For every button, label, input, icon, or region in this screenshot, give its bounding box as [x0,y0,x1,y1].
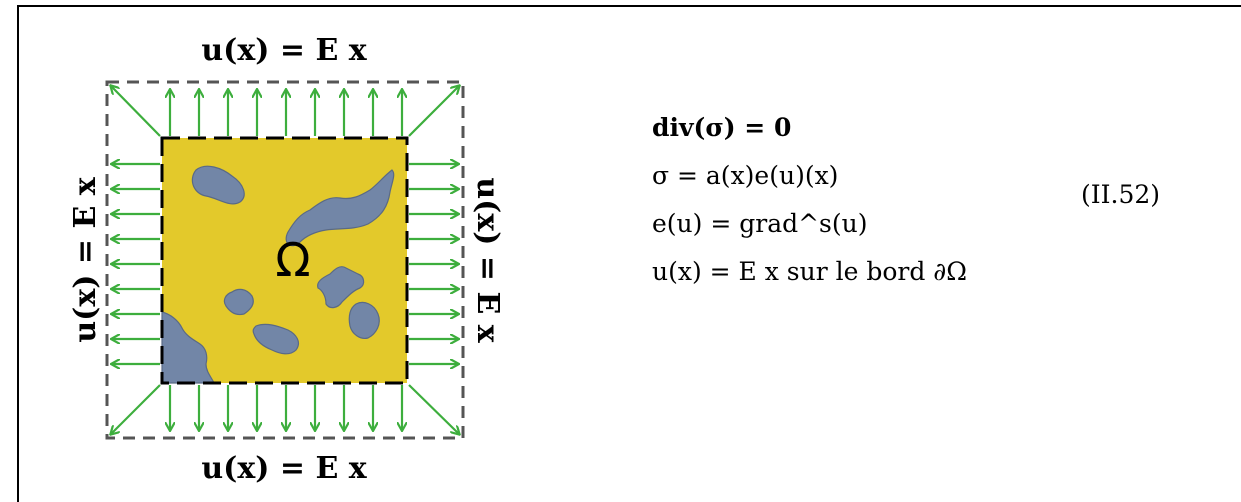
displacement-arrows [111,86,459,434]
equation-line-3: e(u) = grad^s(u) [652,209,868,238]
figure-frame [17,5,1241,502]
inclusion-3 [317,266,365,309]
homogenization-diagram: Ω u(x) = E x u(x) = E x u(x) = E x u(x) … [68,33,505,486]
arrow-corner-br [408,384,459,434]
equation-line-2: σ = a(x)e(u)(x) [652,161,839,190]
equation-line-4: u(x) = E x sur le bord ∂Ω [652,257,967,286]
inclusion-2 [285,169,395,247]
inclusion-6 [348,301,380,339]
inclusion-5 [252,323,300,355]
equation-number: (II.52) [1081,180,1161,209]
bc-label-top: u(x) = E x [201,33,367,68]
inclusion-4 [223,288,254,316]
inclusion-1 [191,165,245,205]
bc-label-bottom: u(x) = E x [201,451,367,486]
outer-dashed-boundary [105,80,465,440]
inclusion-7 [161,311,215,384]
bc-label-right: u(x) = E x [470,177,505,343]
arrow-corner-bl [111,384,161,434]
omega-label: Ω [275,233,310,287]
inclusions [161,165,395,384]
equation-line-1: div(σ) = 0 [652,113,792,142]
arrow-corner-tl [111,86,161,137]
bc-label-left: u(x) = E x [68,176,103,342]
inner-dashed-boundary [160,136,409,385]
arrow-corner-tr [408,86,459,137]
